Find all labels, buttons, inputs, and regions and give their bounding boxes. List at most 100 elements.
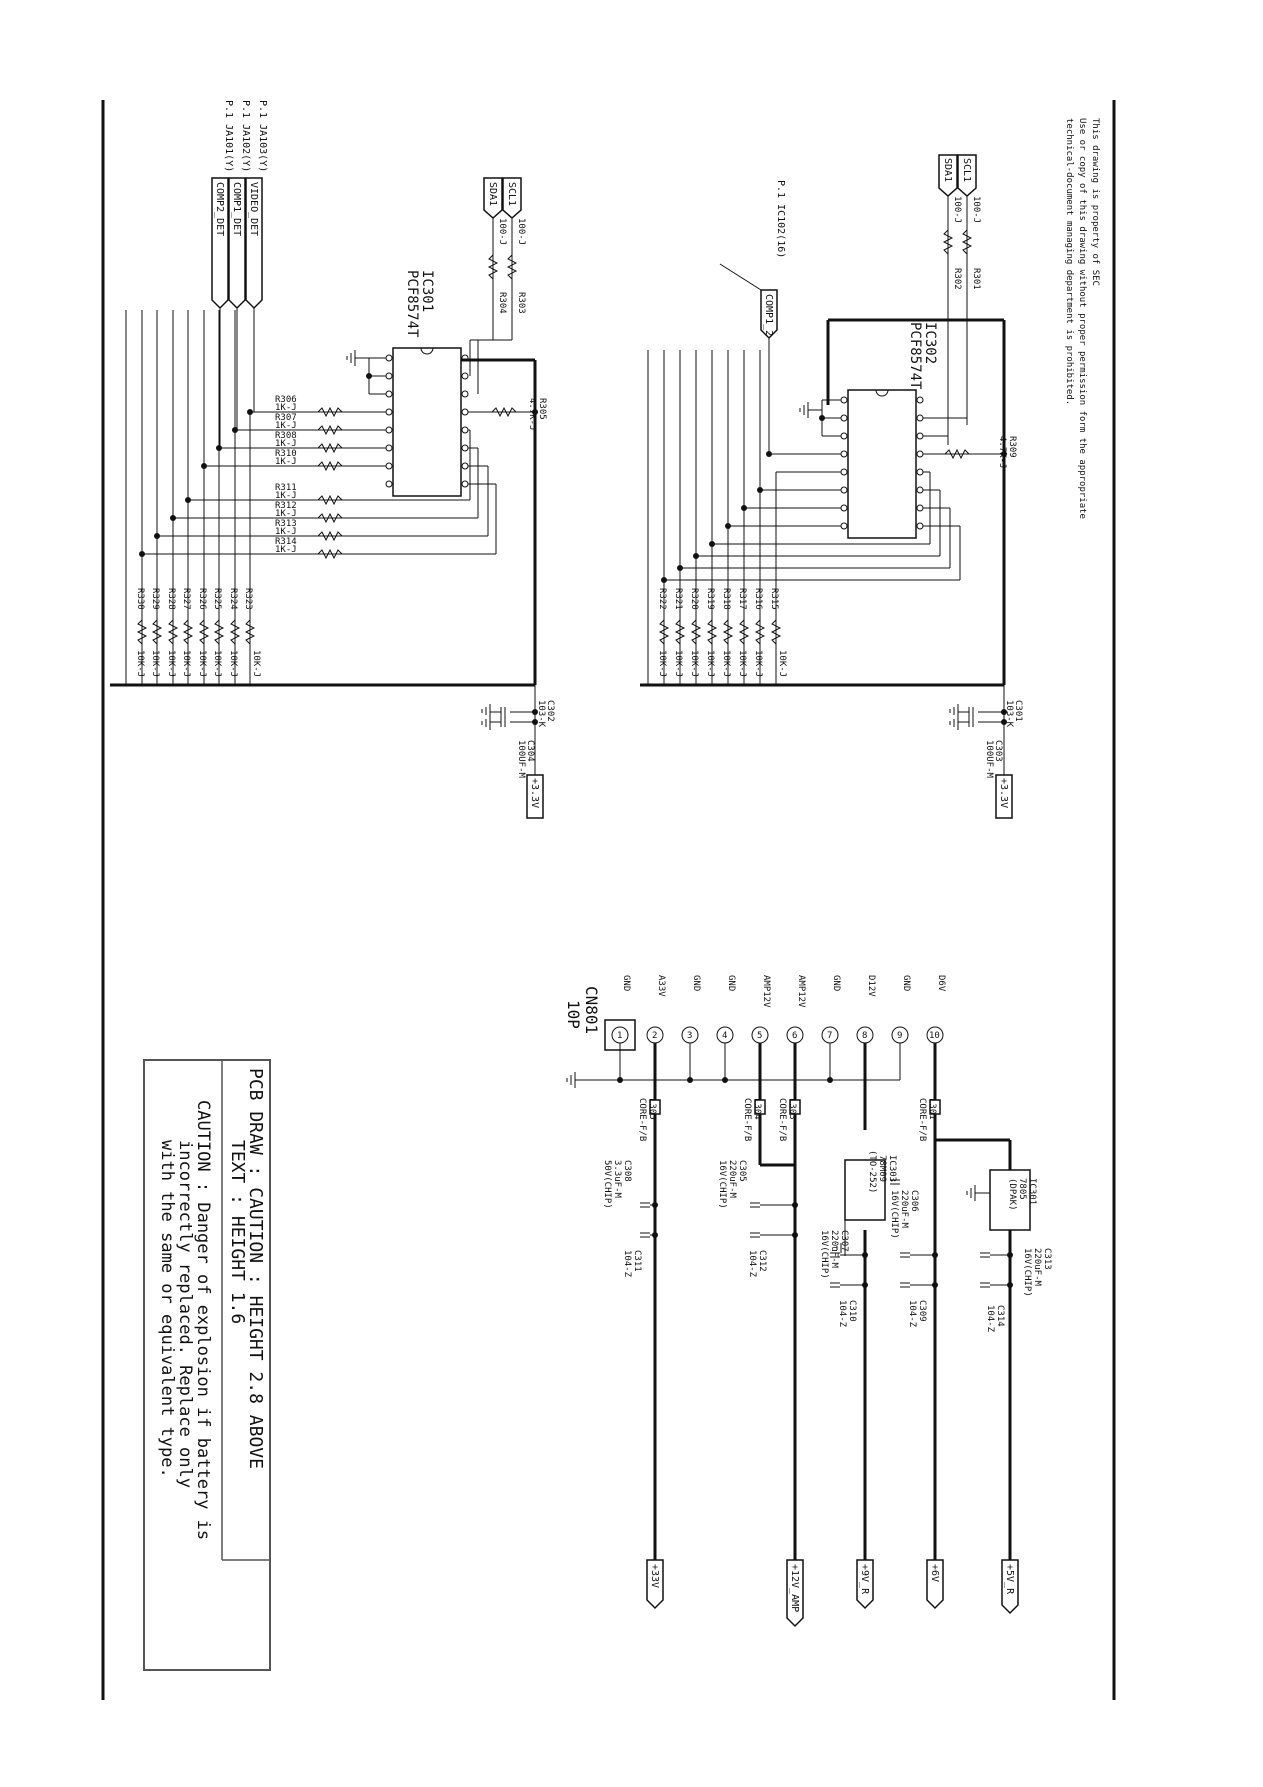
svg-text:D6V: D6V <box>936 975 946 992</box>
ic302-sda-tag: SDA1 <box>938 154 958 198</box>
svg-text:L304: L304 <box>752 1098 762 1120</box>
svg-text:16V(CHIP): 16V(CHIP) <box>717 1160 727 1209</box>
svg-text:SCL1: SCL1 <box>506 182 517 206</box>
text-height-note: TEXT : HEIGHT 1.6 <box>227 1140 248 1324</box>
svg-text:1K-J: 1K-J <box>275 527 297 537</box>
svg-text:104-Z: 104-Z <box>907 1300 917 1328</box>
svg-text:2: 2 <box>652 1031 657 1041</box>
svg-text:(DPAK): (DPAK) <box>1007 1178 1017 1211</box>
svg-text:C313: C313 <box>1042 1248 1052 1270</box>
svg-text:+5V_R: +5V_R <box>1004 1564 1015 1595</box>
svg-text:10K-J: 10K-J <box>212 650 222 677</box>
svg-text:3.3uF-M: 3.3uF-M <box>612 1160 622 1199</box>
svg-text:+33V: +33V <box>649 1564 660 1588</box>
cn801-block: CN801 10P 1 2 3 4 5 6 7 8 9 10 GND A33V <box>564 975 1052 1628</box>
svg-text:R311: R311 <box>275 483 297 493</box>
svg-text:COMP2_DET: COMP2_DET <box>214 182 225 236</box>
regulator-ic303: IC303 78M09 (TO-252) <box>836 1150 897 1256</box>
ic301-input-tags: VIDEO_DET COMP1_DET COMP2_DET P.1 JA103(… <box>211 100 268 310</box>
svg-text:7805: 7805 <box>1017 1178 1027 1200</box>
ic302-bias-lines <box>647 350 961 685</box>
svg-text:+3.3V: +3.3V <box>529 778 540 808</box>
svg-text:C312: C312 <box>757 1250 767 1272</box>
svg-text:R317: R317 <box>737 588 747 610</box>
svg-text:R304: R304 <box>497 292 507 314</box>
svg-text:16V(CHIP): 16V(CHIP) <box>1022 1248 1032 1297</box>
notice-line-1: This drawing is property of SEC <box>1090 118 1100 286</box>
svg-text:AMP12V: AMP12V <box>761 975 771 1008</box>
svg-text:C310: C310 <box>847 1300 857 1322</box>
svg-text:C302: C302 <box>545 700 555 722</box>
copyright-notice: This drawing is property of SEC Use or c… <box>1064 118 1100 519</box>
svg-text:L305: L305 <box>647 1098 657 1120</box>
svg-text:220uF-M: 220uF-M <box>899 1190 909 1229</box>
caution-line-1: CAUTION : Danger of explosion if battery… <box>193 1100 213 1540</box>
svg-text:4.7K-J: 4.7K-J <box>997 436 1007 469</box>
svg-text:9: 9 <box>897 1031 902 1041</box>
svg-text:10K-J: 10K-J <box>181 650 191 677</box>
regulator-ic301-7805: IC301 7805 (DPAK) <box>966 1169 1037 1231</box>
svg-text:5: 5 <box>757 1031 762 1041</box>
svg-text:CN801: CN801 <box>582 986 601 1034</box>
ic301-chip: IC301 PCF8574T <box>392 270 462 497</box>
svg-text:100UF-M: 100UF-M <box>984 740 994 779</box>
svg-text:GND: GND <box>691 975 701 991</box>
svg-text:6: 6 <box>792 1031 797 1041</box>
svg-text:A33V: A33V <box>656 975 666 997</box>
svg-text:P.1 IC102(16): P.1 IC102(16) <box>775 180 786 258</box>
svg-text:IC301: IC301 <box>1027 1178 1037 1205</box>
svg-text:10K-J: 10K-J <box>673 650 683 677</box>
ic301-bias-resistors: R330 R329 R328 R327 R326 R325 R324 R323 … <box>135 588 261 677</box>
svg-text:R302: R302 <box>952 268 962 290</box>
resistor-r305: R305 4.7K-J <box>468 398 547 431</box>
svg-text:COMP1_DET: COMP1_DET <box>231 182 242 236</box>
svg-text:C304: C304 <box>525 740 535 762</box>
svg-text:R326: R326 <box>197 588 207 610</box>
svg-text:8: 8 <box>862 1031 867 1041</box>
svg-text:104-Z: 104-Z <box>985 1305 995 1333</box>
svg-text:R322: R322 <box>657 588 667 610</box>
svg-text:10K-J: 10K-J <box>721 650 731 677</box>
ic302-comp-tag: COMP1_2 P.1 IC102(16) <box>719 180 786 340</box>
ic301-bias-lines <box>125 310 253 685</box>
svg-text:R308: R308 <box>275 431 297 441</box>
caution-notes: PCB DRAW : CAUTION : HEIGHT 2.8 ABOVE TE… <box>143 1059 271 1671</box>
svg-text:SDA1: SDA1 <box>942 158 953 182</box>
svg-text:C306: C306 <box>909 1190 919 1212</box>
svg-text:10K-J: 10K-J <box>753 650 763 677</box>
svg-text:R312: R312 <box>275 501 297 511</box>
svg-text:VIDEO_DET: VIDEO_DET <box>248 182 259 236</box>
svg-text:100-J: 100-J <box>971 196 981 223</box>
caution-line-2: incorrectly replaced. Replace only <box>175 1140 195 1488</box>
svg-text:10K-J: 10K-J <box>150 650 160 677</box>
svg-text:C305: C305 <box>737 1160 747 1182</box>
svg-text:IC303: IC303 <box>887 1155 897 1182</box>
svg-text:CORE-F/B: CORE-F/B <box>777 1098 787 1141</box>
svg-text:C301: C301 <box>1013 700 1023 722</box>
notice-line-3: technical-document managing department i… <box>1064 118 1074 405</box>
svg-text:104-Z: 104-Z <box>837 1300 847 1328</box>
ic301-rail-tag: +3.3V <box>526 774 544 819</box>
svg-text:4.7K-J: 4.7K-J <box>527 398 537 431</box>
svg-text:R320: R320 <box>689 588 699 610</box>
svg-text:7: 7 <box>827 1031 832 1041</box>
svg-text:R310: R310 <box>275 449 297 459</box>
svg-text:10: 10 <box>929 1031 940 1041</box>
svg-text:4: 4 <box>722 1031 727 1041</box>
svg-text:103-K: 103-K <box>1004 700 1014 728</box>
svg-text:GND: GND <box>831 975 841 991</box>
ic301-scl-tag: SCL1 <box>502 177 522 220</box>
svg-text:16V(CHIP): 16V(CHIP) <box>819 1230 829 1279</box>
svg-text:10K-J: 10K-J <box>197 650 207 677</box>
power-caps: C308 3.3uF-M 50V(CHIP) C311 104-Z C305 2… <box>602 1160 1052 1333</box>
ic302-bias-resistors: R322 R321 R320 R319 R318 R317 R316 R315 … <box>657 588 787 677</box>
svg-text:SDA1: SDA1 <box>487 182 498 206</box>
ic301-block: SDA1 SCL1 100-J R304 100-J R303 IC301 PC… <box>110 100 555 819</box>
svg-text:R321: R321 <box>673 588 683 610</box>
svg-text:PCF8574T: PCF8574T <box>907 322 923 390</box>
svg-text:SCL1: SCL1 <box>961 158 972 182</box>
svg-text:+12V_AMP: +12V_AMP <box>789 1564 800 1612</box>
svg-text:10K-J: 10K-J <box>251 650 261 677</box>
svg-text:IC302: IC302 <box>922 322 938 364</box>
